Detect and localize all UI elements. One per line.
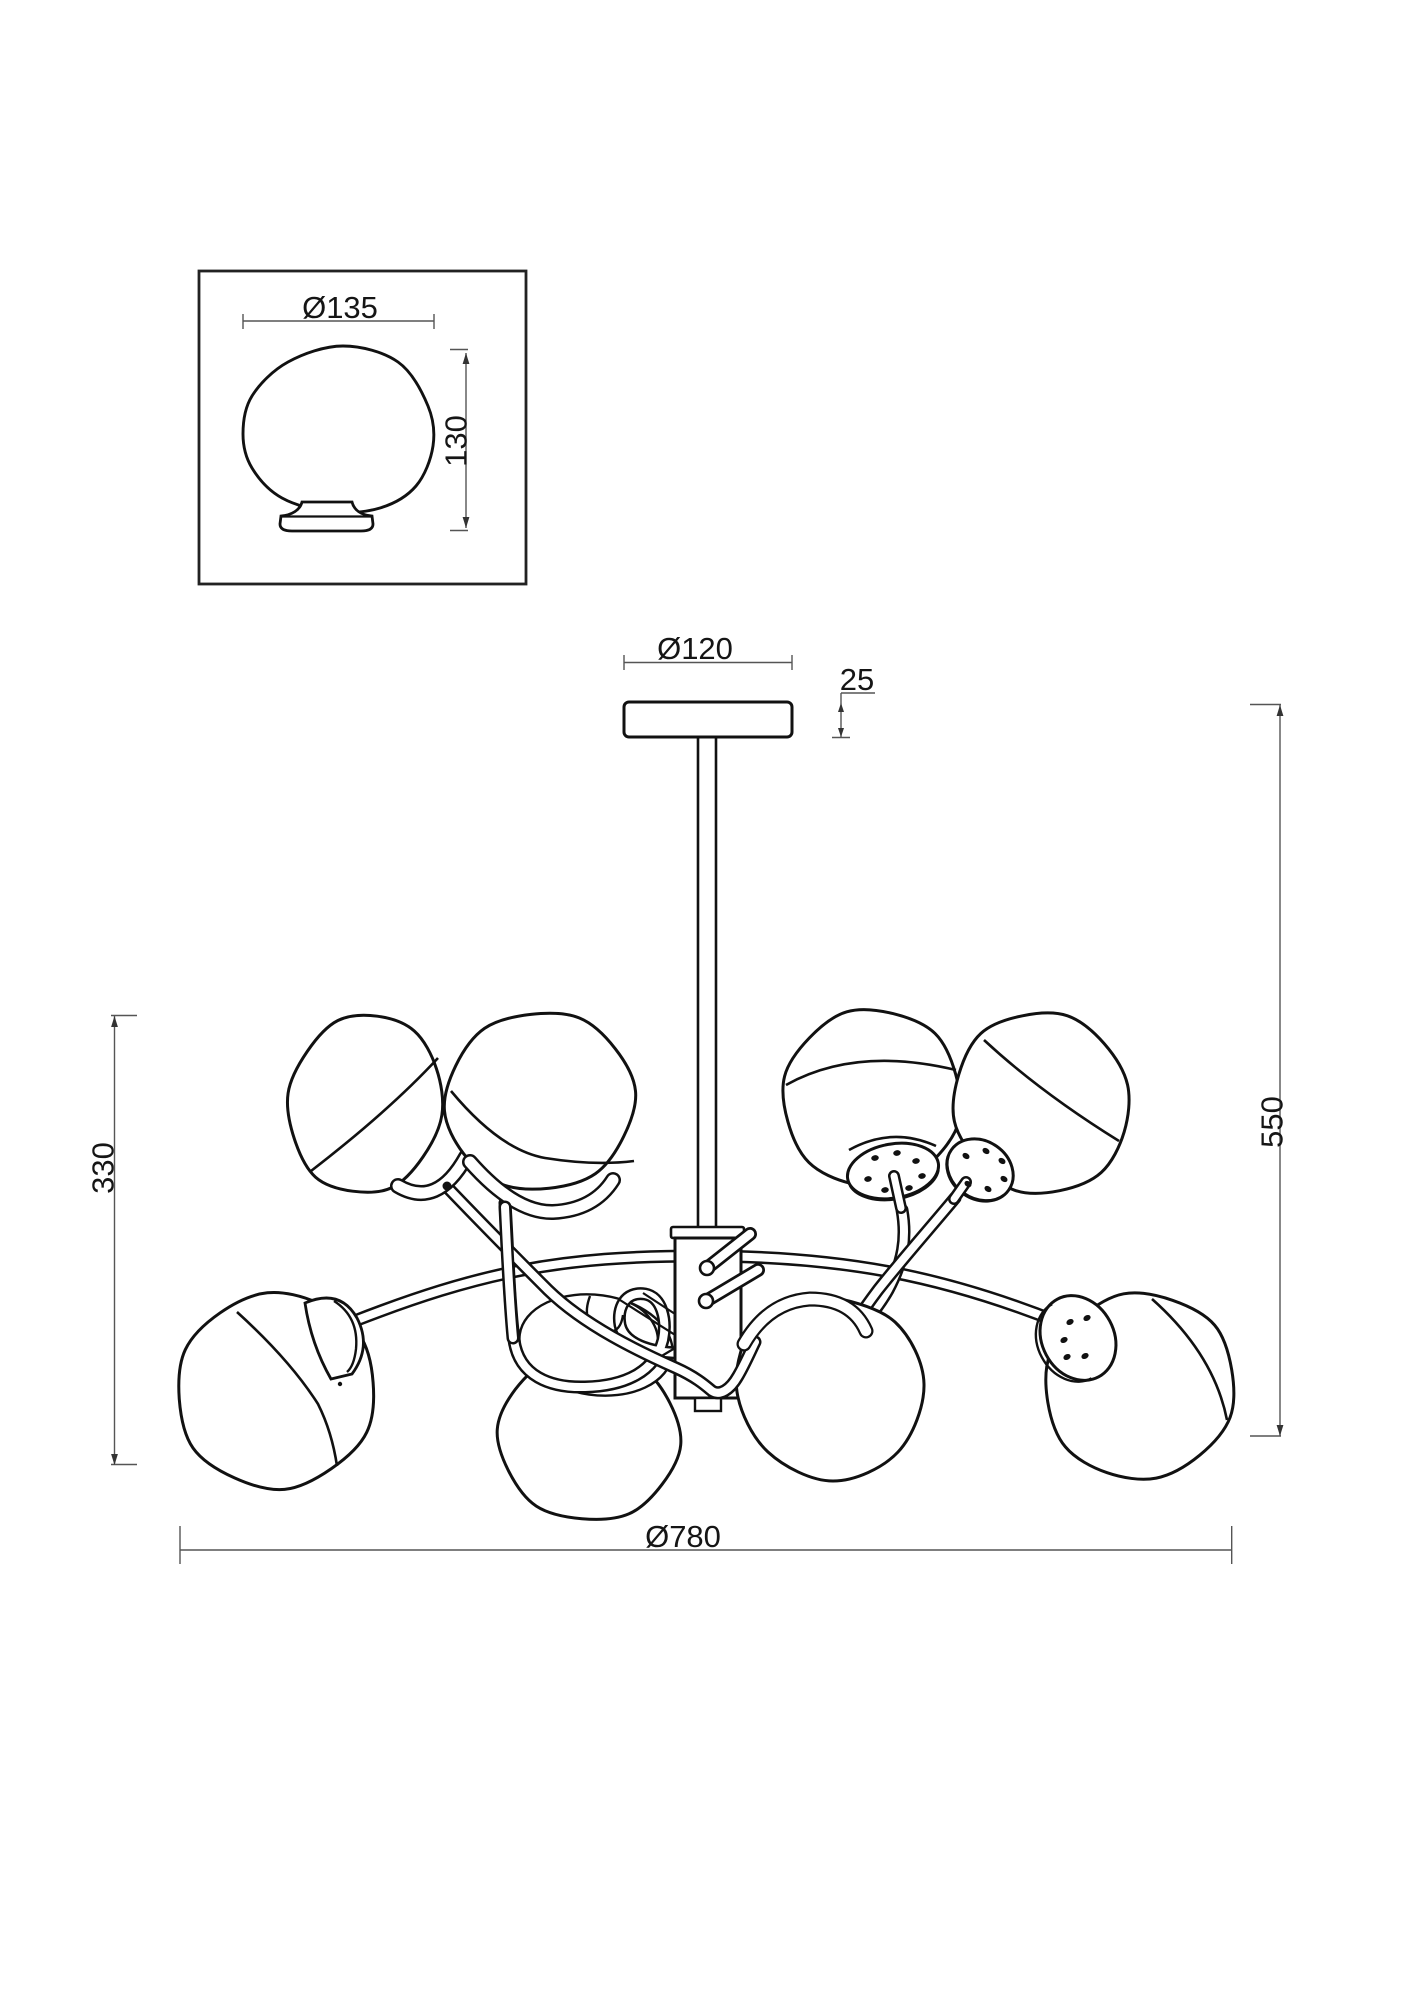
svg-text:25: 25 (840, 662, 874, 697)
svg-text:Ø780: Ø780 (645, 1519, 721, 1554)
svg-text:550: 550 (1254, 1096, 1289, 1148)
svg-text:Ø120: Ø120 (657, 631, 733, 666)
svg-text:Ø135: Ø135 (302, 290, 378, 325)
svg-text:130: 130 (438, 415, 473, 467)
svg-text:330: 330 (85, 1142, 120, 1194)
